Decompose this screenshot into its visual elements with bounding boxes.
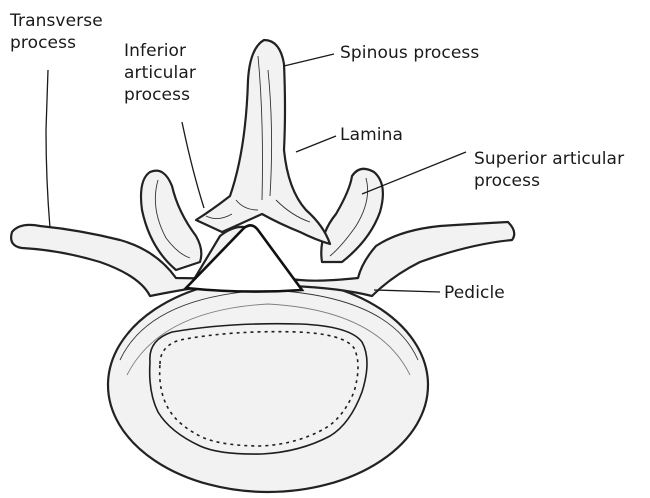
spinous-process: [196, 40, 330, 244]
leader-pedicle: [374, 290, 440, 292]
leader-spinous: [284, 54, 334, 66]
leader-superior-articular: [362, 152, 466, 194]
label-transverse-process: Transverse process: [10, 10, 103, 54]
label-superior-articular-process: Superior articular process: [474, 148, 624, 192]
leader-lamina: [296, 136, 336, 152]
vertebral-foramen: [186, 225, 302, 291]
leader-inferior-articular: [182, 122, 204, 208]
label-inferior-articular-process: Inferior articular process: [124, 40, 196, 106]
leader-transverse: [46, 70, 50, 228]
label-spinous-process: Spinous process: [340, 42, 479, 64]
label-pedicle: Pedicle: [444, 282, 505, 304]
label-lamina: Lamina: [340, 124, 403, 146]
vertebral-body: [108, 278, 428, 492]
